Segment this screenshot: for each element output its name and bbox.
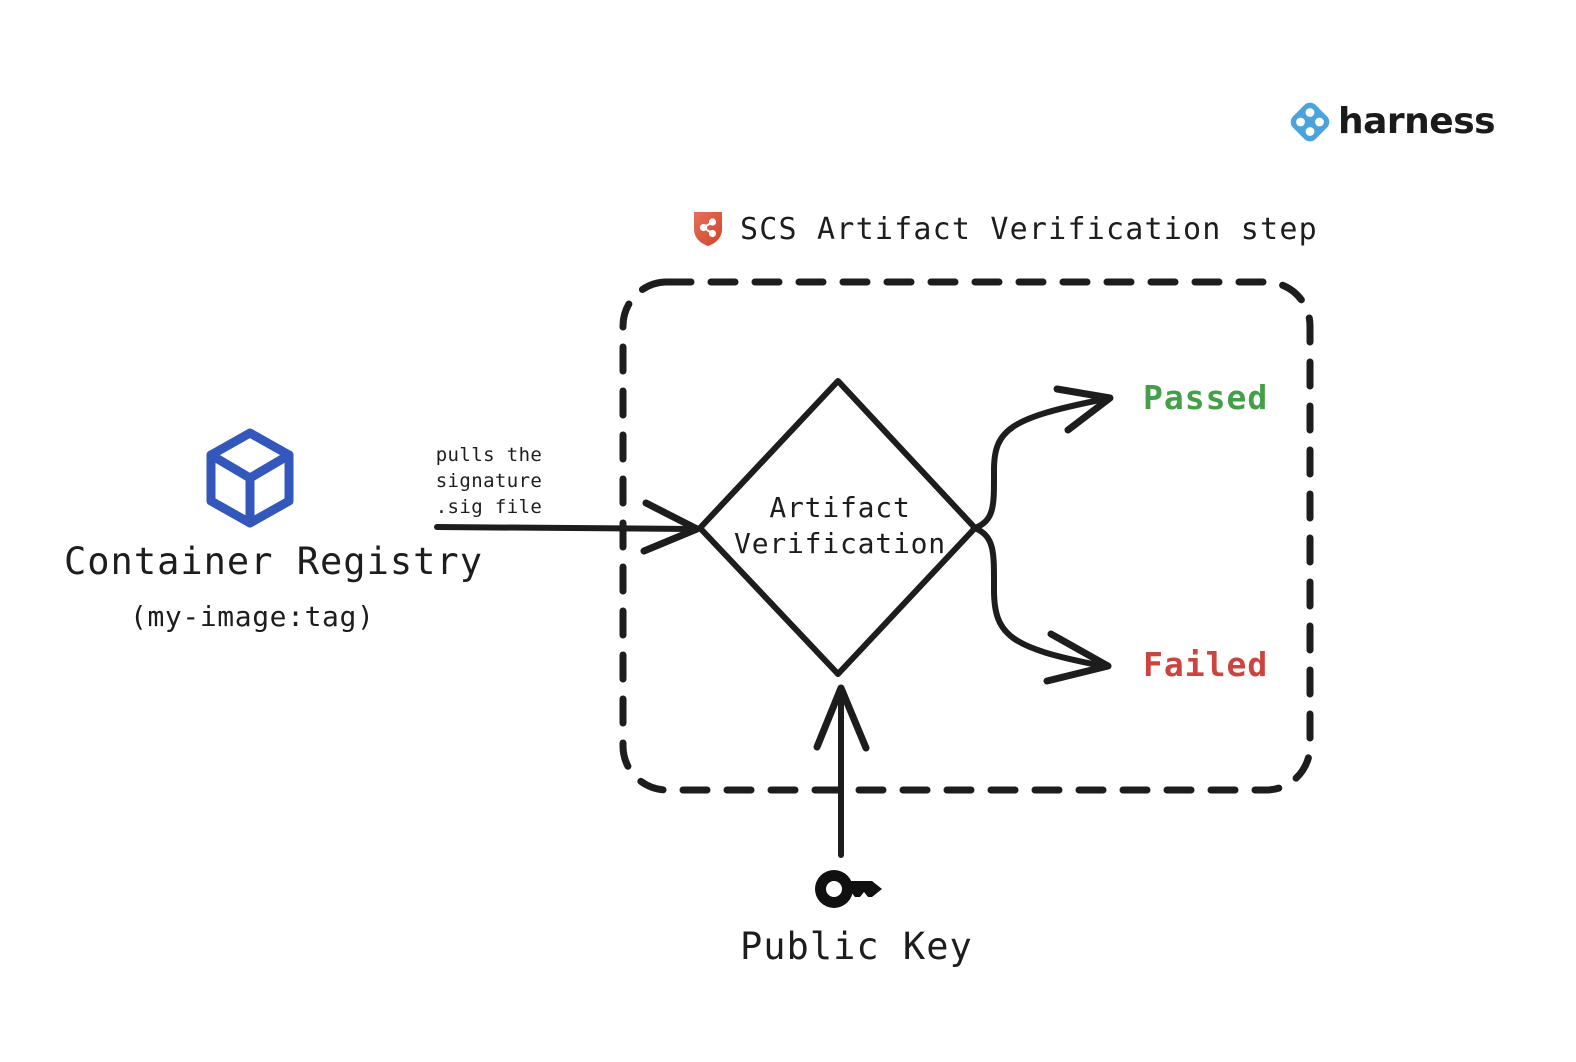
- scs-step-boundary: [619, 278, 1314, 794]
- scs-step-title-row: SCS Artifact Verification step: [692, 210, 1318, 248]
- edge-verification-to-failed: [972, 525, 1112, 685]
- public-key-label: Public Key: [740, 925, 973, 968]
- edge-verification-to-passed: [972, 385, 1114, 531]
- artifact-verification-diamond: [697, 378, 978, 677]
- pulls-signature-annotation: pulls the signature .sig file: [378, 442, 600, 520]
- scs-shield-icon: [694, 212, 722, 246]
- pulls-signature-line-1: pulls the signature: [435, 444, 543, 492]
- scs-step-title: SCS Artifact Verification step: [740, 211, 1318, 247]
- edge-key-to-verification: [813, 684, 870, 858]
- harness-logo: harness: [1288, 100, 1496, 144]
- container-registry-title: Container Registry: [64, 540, 483, 583]
- harness-wordmark: harness: [1338, 101, 1496, 142]
- artifact-verification-label-line-1: Artifact: [769, 491, 911, 524]
- container-cube-icon: [206, 428, 294, 528]
- pulls-signature-line-2: .sig file: [435, 496, 543, 518]
- container-registry-subtitle: (my-image:tag): [130, 600, 375, 633]
- edge-registry-to-verification: [434, 499, 701, 555]
- artifact-verification-label: Artifact Verification: [700, 490, 980, 562]
- key-icon: [814, 870, 882, 908]
- artifact-verification-label-line-2: Verification: [734, 527, 946, 560]
- outcome-failed-label: Failed: [1143, 645, 1269, 684]
- harness-diamond-icon: [1290, 102, 1330, 142]
- outcome-passed-label: Passed: [1143, 378, 1269, 417]
